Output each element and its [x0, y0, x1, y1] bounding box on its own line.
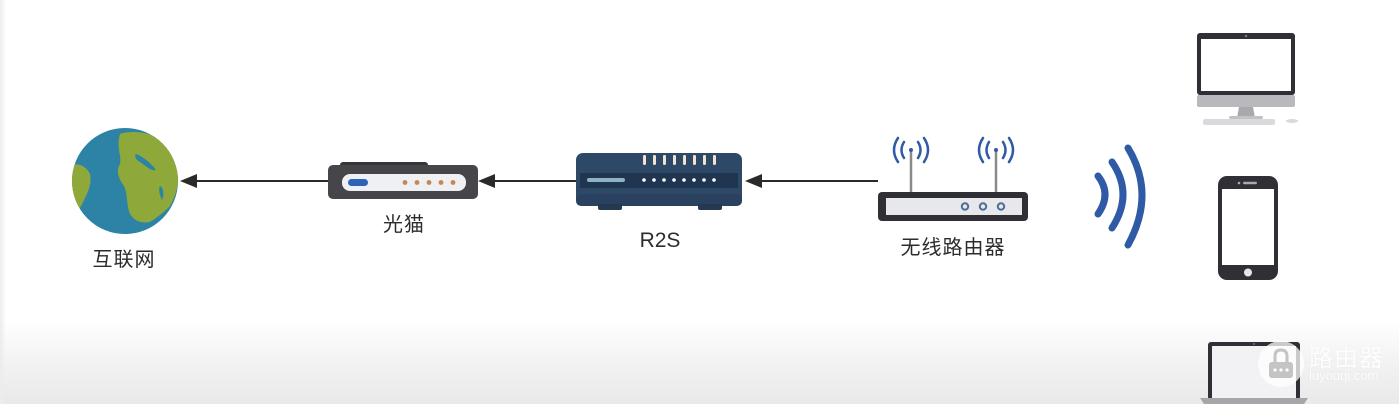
watermark-title: 路由器: [1309, 344, 1384, 372]
node-label-wireless-router: 无线路由器: [900, 235, 1006, 259]
left-edge-shadow: [0, 0, 6, 404]
r2s-router-icon: [576, 153, 742, 210]
node-label-internet: 互联网: [92, 247, 156, 271]
watermark: 路由器 luyouqi.com: [1257, 338, 1397, 394]
optical-modem-icon: [328, 162, 478, 199]
wifi-waves-icon: [1094, 144, 1146, 249]
watermark-domain: luyouqi.com: [1309, 368, 1379, 383]
smartphone-icon: [1218, 176, 1278, 280]
node-label-modem: 光猫: [383, 212, 425, 236]
lock-chat-icon: [1258, 341, 1304, 387]
globe-icon: [72, 128, 178, 234]
wireless-router-icon: [878, 136, 1028, 221]
desktop-computer-icon: [1197, 33, 1298, 125]
node-label-r2s: R2S: [639, 229, 681, 252]
